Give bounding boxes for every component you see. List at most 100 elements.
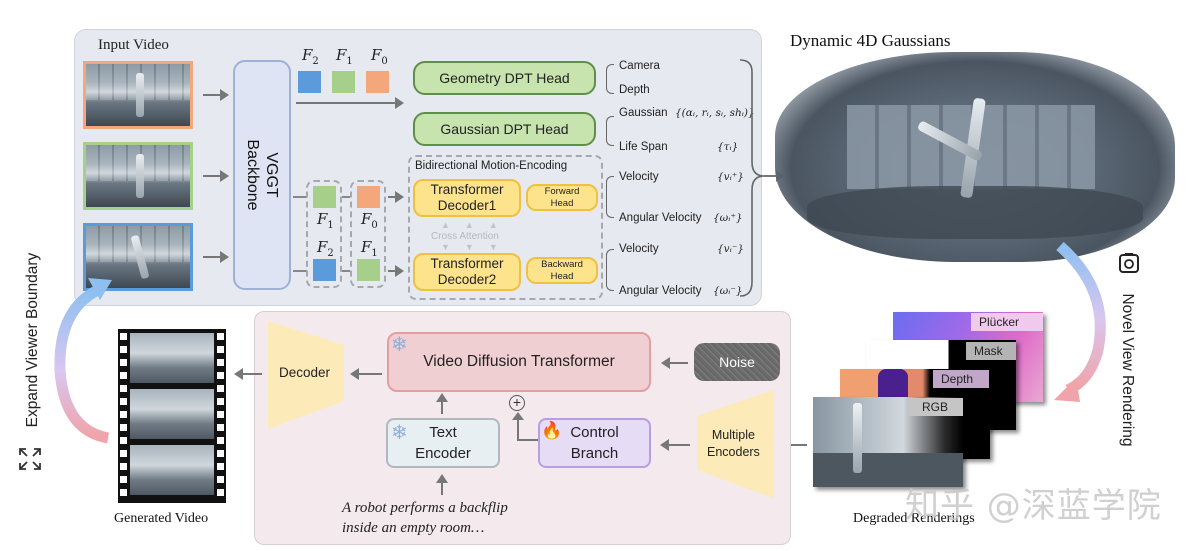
depth-tag: Depth: [933, 370, 989, 388]
feature-label-f0-dec1: F0: [361, 210, 378, 231]
output-velocity-backward: Velocity: [619, 243, 659, 255]
connector: [342, 270, 350, 272]
feature-f0-dec1: [357, 186, 380, 208]
feature-f2-dec2: [313, 259, 336, 281]
film-sprocket: [217, 346, 224, 353]
film-sprocket: [120, 346, 127, 353]
output-velocity-forward: Velocity: [619, 171, 659, 183]
multiple-encoders-label: Multiple Encoders: [707, 428, 760, 459]
text-prompt: A robot performs a backflip inside an em…: [342, 500, 508, 536]
degraded-renderings-label: Degraded Renderings: [853, 511, 975, 526]
output-gaussian: Gaussian: [619, 107, 668, 119]
film-sprocket: [120, 359, 127, 366]
film-sprocket: [217, 411, 224, 418]
feature-label-f1-dec2: F1: [361, 238, 378, 259]
rgb-card: [813, 397, 963, 487]
brace-backward: [606, 249, 614, 291]
film-sprocket: [217, 463, 224, 470]
gaussian-dpt-head: Gaussian DPT Head: [413, 112, 596, 146]
connector: [293, 196, 307, 198]
input-frame-1: [83, 61, 193, 129]
backbone-label: VGGT Backbone: [244, 139, 280, 211]
text-encoder: Text Encoder: [386, 418, 500, 468]
film-sprocket: [120, 476, 127, 483]
feature-label-f2: F2: [302, 46, 319, 67]
camera-icon: [1119, 253, 1139, 273]
vdt-label: Video Diffusion Transformer: [423, 353, 615, 370]
feature-group-2: [350, 180, 386, 288]
mask-tag: Mask: [966, 342, 1016, 360]
output-life-span: Life Span: [619, 141, 668, 153]
noise-label: Noise: [719, 354, 755, 370]
generated-frame-3: [130, 445, 214, 495]
arrow-to-decoder1: [388, 191, 404, 203]
feature-label-f1: F1: [336, 46, 353, 67]
film-sprocket: [120, 489, 127, 496]
gaussians-title: Dynamic 4D Gaussians: [790, 31, 951, 50]
generated-frame-1: [130, 333, 214, 383]
arrow-noise-to-vdt: [661, 357, 688, 369]
film-sprocket: [217, 489, 224, 496]
arrow-decoder-to-video: [234, 368, 262, 380]
trainable-fire-icon: 🔥: [541, 421, 563, 440]
feature-label-f2-dec2: F2: [317, 238, 334, 259]
brace-geometry: [606, 64, 614, 94]
novel-view-arrow: [1054, 241, 1106, 402]
watermark: 知乎 @深蓝学院: [905, 486, 1162, 526]
vggt-backbone: VGGT Backbone: [233, 60, 291, 290]
film-sprocket: [217, 450, 224, 457]
arrow-frame3-backbone: [203, 251, 229, 263]
motion-encoding-title: Bidirectional Motion-Encoding: [415, 160, 568, 172]
film-sprocket: [217, 372, 224, 379]
brace-forward: [606, 176, 614, 218]
control-branch-label: Control Branch: [570, 424, 619, 462]
output-velocity-backward-math: {vᵢ⁻}: [717, 243, 744, 255]
arrow-vdt-to-decoder: [350, 368, 382, 380]
output-velocity-forward-math: {vᵢ⁺}: [717, 171, 744, 183]
motion-encoding-group: [408, 155, 603, 300]
transformer-decoder1: Transformer Decoder1: [413, 179, 521, 217]
rgb-tag: RGB: [907, 398, 963, 416]
expand-viewer-boundary-label: Expand Viewer Boundary: [24, 252, 41, 428]
frozen-snowflake-icon: ❄: [391, 422, 408, 444]
film-sprocket: [120, 398, 127, 405]
geometry-dpt-head: Geometry DPT Head: [413, 61, 596, 95]
arrow-frame2-backbone: [203, 170, 229, 182]
film-sprocket: [217, 424, 224, 431]
feature-f1-dec2: [357, 259, 380, 281]
generated-frame-2: [130, 389, 214, 439]
film-sprocket: [120, 463, 127, 470]
connector: [342, 196, 350, 198]
add-operator-icon: +: [509, 395, 525, 411]
film-sprocket: [120, 333, 127, 340]
arrow-text-to-vdt: [436, 393, 448, 414]
decoder-label: Decoder: [279, 365, 331, 380]
connector: [293, 270, 307, 272]
film-sprocket: [120, 372, 127, 379]
feature-f0: [366, 71, 389, 93]
feature-group-1: [306, 180, 342, 288]
output-angular-velocity-forward-math: {ωᵢ⁺}: [713, 212, 743, 224]
film-sprocket: [120, 450, 127, 457]
film-sprocket: [120, 424, 127, 431]
generated-video-filmstrip: [118, 329, 226, 503]
arrow-control-to-add: [512, 412, 538, 441]
decoder-trapezoid: [268, 321, 344, 429]
expand-viewer-arrow: [54, 278, 112, 444]
film-sprocket: [217, 359, 224, 366]
feature-f1: [332, 71, 355, 93]
output-depth: Depth: [619, 84, 650, 96]
film-sprocket: [120, 385, 127, 392]
feature-label-f1-dec1: F1: [317, 210, 334, 231]
backward-head: Backward Head: [526, 257, 598, 284]
arrow-frame1-backbone: [203, 89, 229, 101]
output-camera: Camera: [619, 60, 660, 72]
film-sprocket: [217, 437, 224, 444]
arrow-prompt-to-text: [436, 474, 448, 495]
brace-gaussian: [606, 116, 614, 146]
control-branch: Control Branch: [538, 418, 651, 468]
arrow-to-heads: [296, 97, 404, 109]
film-sprocket: [217, 476, 224, 483]
input-frame-2: [83, 142, 193, 210]
arrow-to-decoder2: [388, 265, 404, 277]
